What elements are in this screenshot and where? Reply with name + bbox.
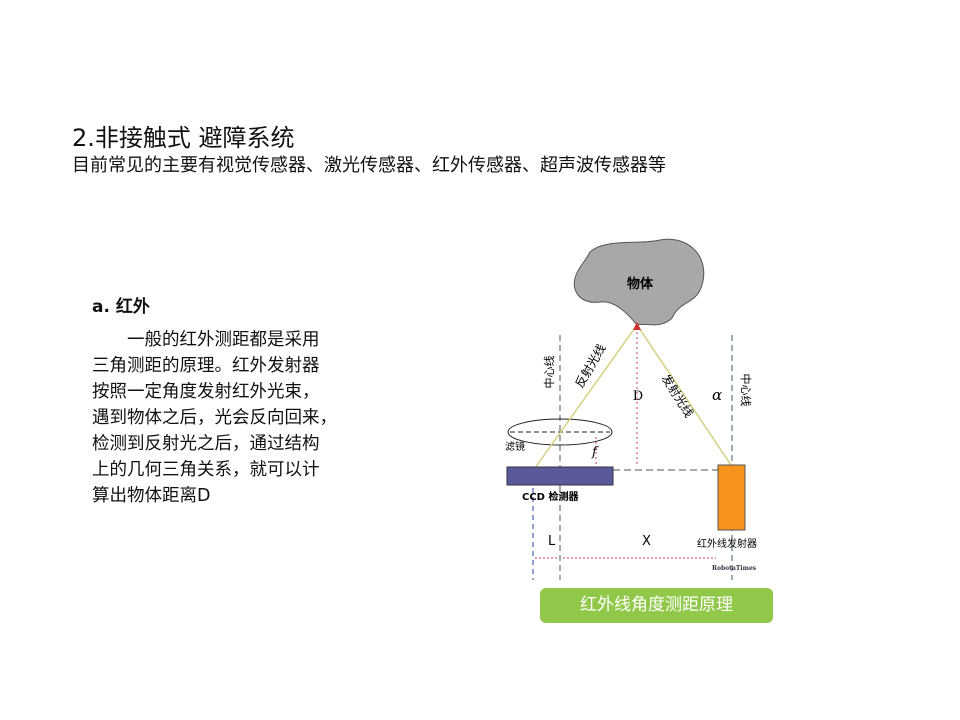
f-label: f xyxy=(591,445,599,460)
paragraph-line: 三角测距的原理。红外发射器 xyxy=(92,356,320,376)
emitted-ray-label: 发射光线 xyxy=(659,371,697,420)
section-heading: a. 红外 xyxy=(92,297,150,317)
emitted-ray xyxy=(636,324,732,466)
page-subtitle: 目前常见的主要有视觉传感器、激光传感器、红外传感器、超声波传感器等 xyxy=(72,155,666,176)
watermark: RobotaTimes xyxy=(712,565,757,572)
page-title: 2.非接触式 避障系统 xyxy=(72,124,295,152)
left-center-line-label: 中心线 xyxy=(542,356,556,389)
alpha-label: α xyxy=(712,386,722,404)
L-label: L xyxy=(548,534,556,549)
paragraph-line: 算出物体距离D xyxy=(92,486,211,506)
right-center-line-label: 中心线 xyxy=(739,374,753,407)
reflected-ray-label: 反射光线 xyxy=(572,341,609,390)
ir-emitter xyxy=(717,464,746,531)
ccd-detector xyxy=(506,466,614,486)
paragraph-line: 检测到反射光之后，通过结构 xyxy=(92,434,320,454)
paragraph-line: 上的几何三角关系，就可以计 xyxy=(92,460,320,480)
D-label: D xyxy=(633,389,643,404)
emitter-label: 红外线发射器 xyxy=(697,537,757,550)
paragraph-line: 一般的红外测距都是采用 xyxy=(92,330,320,350)
object-label: 物体 xyxy=(627,276,654,292)
lens xyxy=(507,418,613,446)
paragraph-line: 遇到物体之后，光会反向回来， xyxy=(92,408,337,428)
object-blob xyxy=(573,238,705,326)
section-paragraph: 一般的红外测距都是采用 三角测距的原理。红外发射器 按照一定角度发射红外光束， … xyxy=(92,327,392,509)
ccd-label: CCD 检测器 xyxy=(522,490,579,503)
reflected-ray xyxy=(534,324,638,469)
X-label: X xyxy=(642,534,651,549)
diagram-caption: 红外线角度测距原理 xyxy=(540,588,773,623)
lens-label: 滤镜 xyxy=(505,440,525,453)
paragraph-line: 按照一定角度发射红外光束， xyxy=(92,382,320,402)
